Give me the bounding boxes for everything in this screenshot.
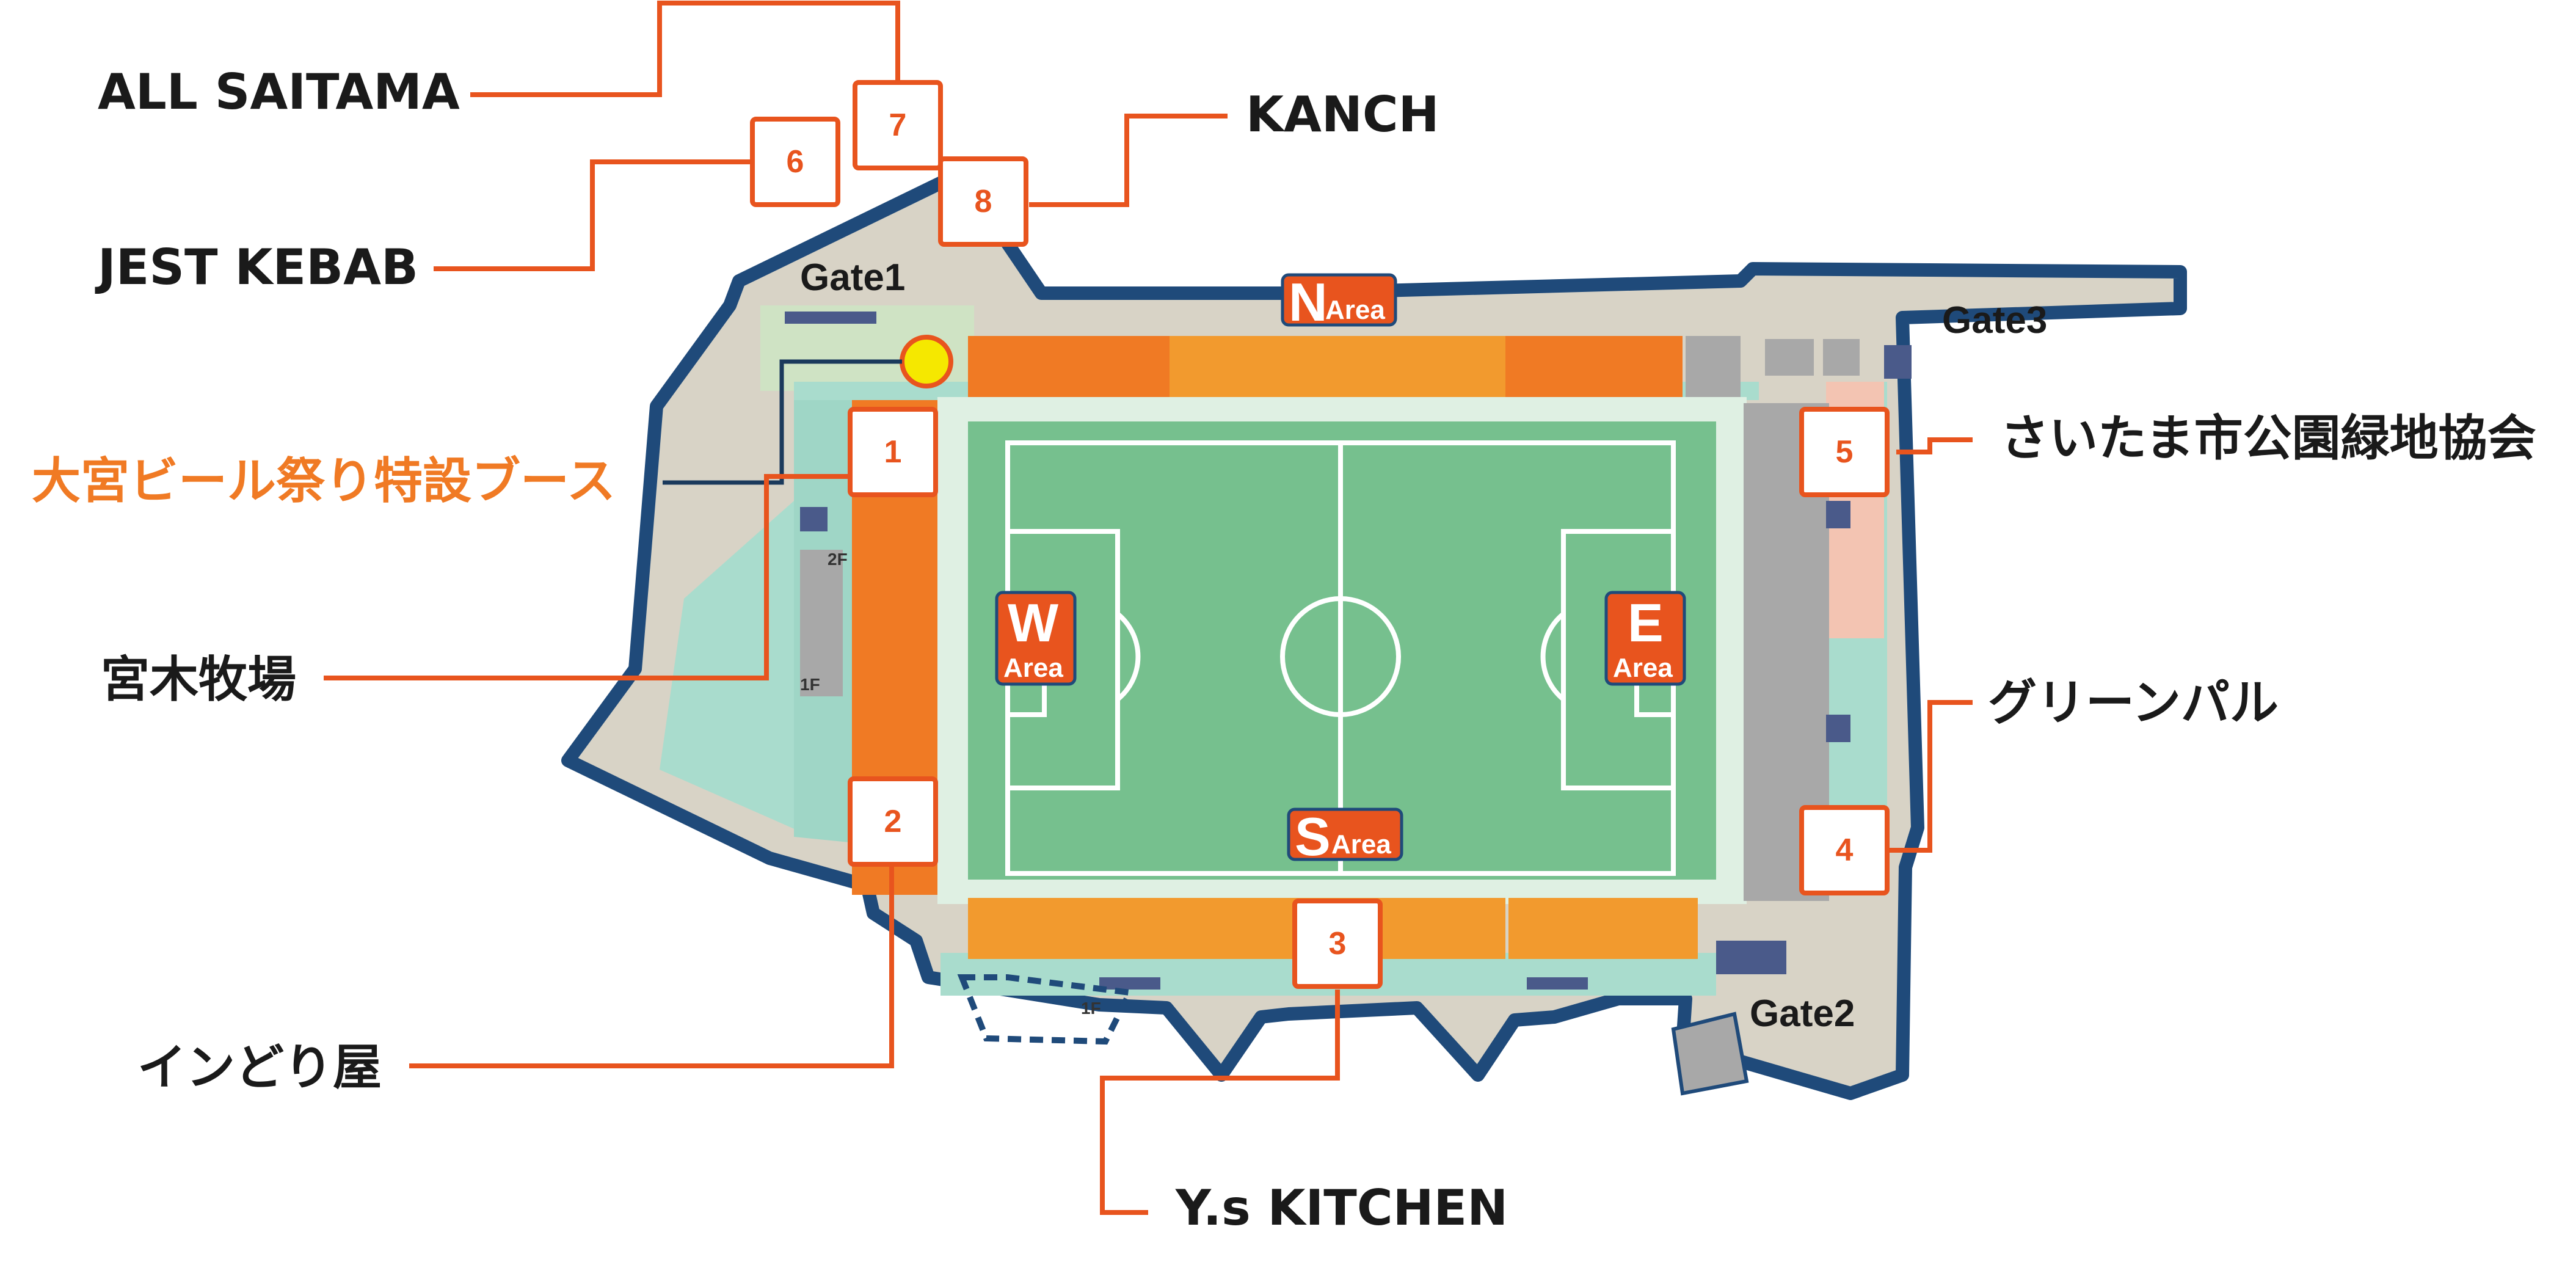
gate-2-label: Gate2 <box>1750 993 1855 1035</box>
svg-text:2: 2 <box>884 804 902 839</box>
north-stand-right <box>1505 336 1683 397</box>
south-dashed-structure <box>957 974 1135 1045</box>
svg-text:6: 6 <box>787 144 804 180</box>
area-badge-west: W Area <box>995 591 1077 686</box>
vendor-label-3: Y.s KITCHEN <box>1175 1179 1508 1236</box>
svg-text:8: 8 <box>975 184 992 219</box>
svg-text:S: S <box>1295 806 1331 867</box>
north-stand-center <box>1170 336 1505 397</box>
west-building <box>800 550 843 696</box>
svg-text:7: 7 <box>889 108 907 143</box>
gate-2-ramp <box>1671 1012 1749 1096</box>
north-stand-end <box>1686 336 1741 397</box>
svg-text:Area: Area <box>1613 653 1673 683</box>
north-east-block-2 <box>1823 339 1860 376</box>
stairs-icons <box>785 312 1912 990</box>
svg-text:Area: Area <box>1325 295 1385 325</box>
svg-text:W: W <box>1008 592 1058 653</box>
svg-text:Area: Area <box>1331 829 1391 859</box>
south-stand-left <box>968 898 1170 959</box>
special-booth-label: 大宮ビール祭り特設ブース <box>32 453 616 509</box>
north-stand-left <box>968 336 1170 397</box>
north-east-block-1 <box>1765 339 1814 376</box>
area-badge-north: N Area <box>1281 272 1397 332</box>
vendor-label-7: ALL SAITAMA <box>98 64 460 120</box>
svg-text:3: 3 <box>1329 926 1347 961</box>
west-penalty-arc <box>1116 611 1141 702</box>
vendor-label-4: グリーンパル <box>1988 674 2279 731</box>
center-circle <box>1280 596 1401 717</box>
vendor-label-8: KANCH <box>1246 86 1439 143</box>
floor-2f-label: 2F <box>828 550 848 569</box>
number-box-3[interactable]: 3 <box>1292 899 1383 989</box>
floor-1f-west-label: 1F <box>800 675 820 694</box>
svg-text:4: 4 <box>1836 833 1854 868</box>
floor-1f-south-label: 1F <box>1081 999 1101 1018</box>
special-booth-leader <box>663 359 902 485</box>
west-concourse <box>660 501 812 837</box>
number-box-6[interactable]: 6 <box>750 117 840 207</box>
svg-text:E: E <box>1628 592 1664 653</box>
svg-text:1: 1 <box>884 434 902 470</box>
pitch <box>968 421 1716 880</box>
gate-1-label: Gate1 <box>800 257 905 299</box>
number-box-4[interactable]: 4 <box>1799 805 1890 895</box>
east-penalty-arc <box>1540 611 1565 702</box>
south-stand-right <box>1508 898 1698 959</box>
area-badge-east: E Area <box>1604 591 1686 686</box>
gate-3-label: Gate3 <box>1942 299 2047 341</box>
special-booth-marker[interactable] <box>900 335 953 388</box>
vendor-label-2: インどり屋 <box>137 1039 382 1096</box>
number-box-8[interactable]: 8 <box>938 156 1028 247</box>
leader-lines <box>324 1 1973 1215</box>
number-box-5[interactable]: 5 <box>1799 407 1890 497</box>
svg-text:Area: Area <box>1003 653 1063 683</box>
vendor-label-1: 宮木牧場 <box>101 651 296 708</box>
number-box-7[interactable]: 7 <box>853 80 943 170</box>
number-box-1[interactable]: 1 <box>848 407 938 497</box>
area-badge-south: S Area <box>1287 806 1403 867</box>
number-box-2[interactable]: 2 <box>848 776 938 867</box>
vendor-label-6: JEST KEBAB <box>95 239 418 296</box>
vendor-label-5: さいたま市公園緑地協会 <box>2000 410 2536 467</box>
svg-text:5: 5 <box>1836 434 1854 470</box>
svg-text:N: N <box>1289 272 1328 332</box>
